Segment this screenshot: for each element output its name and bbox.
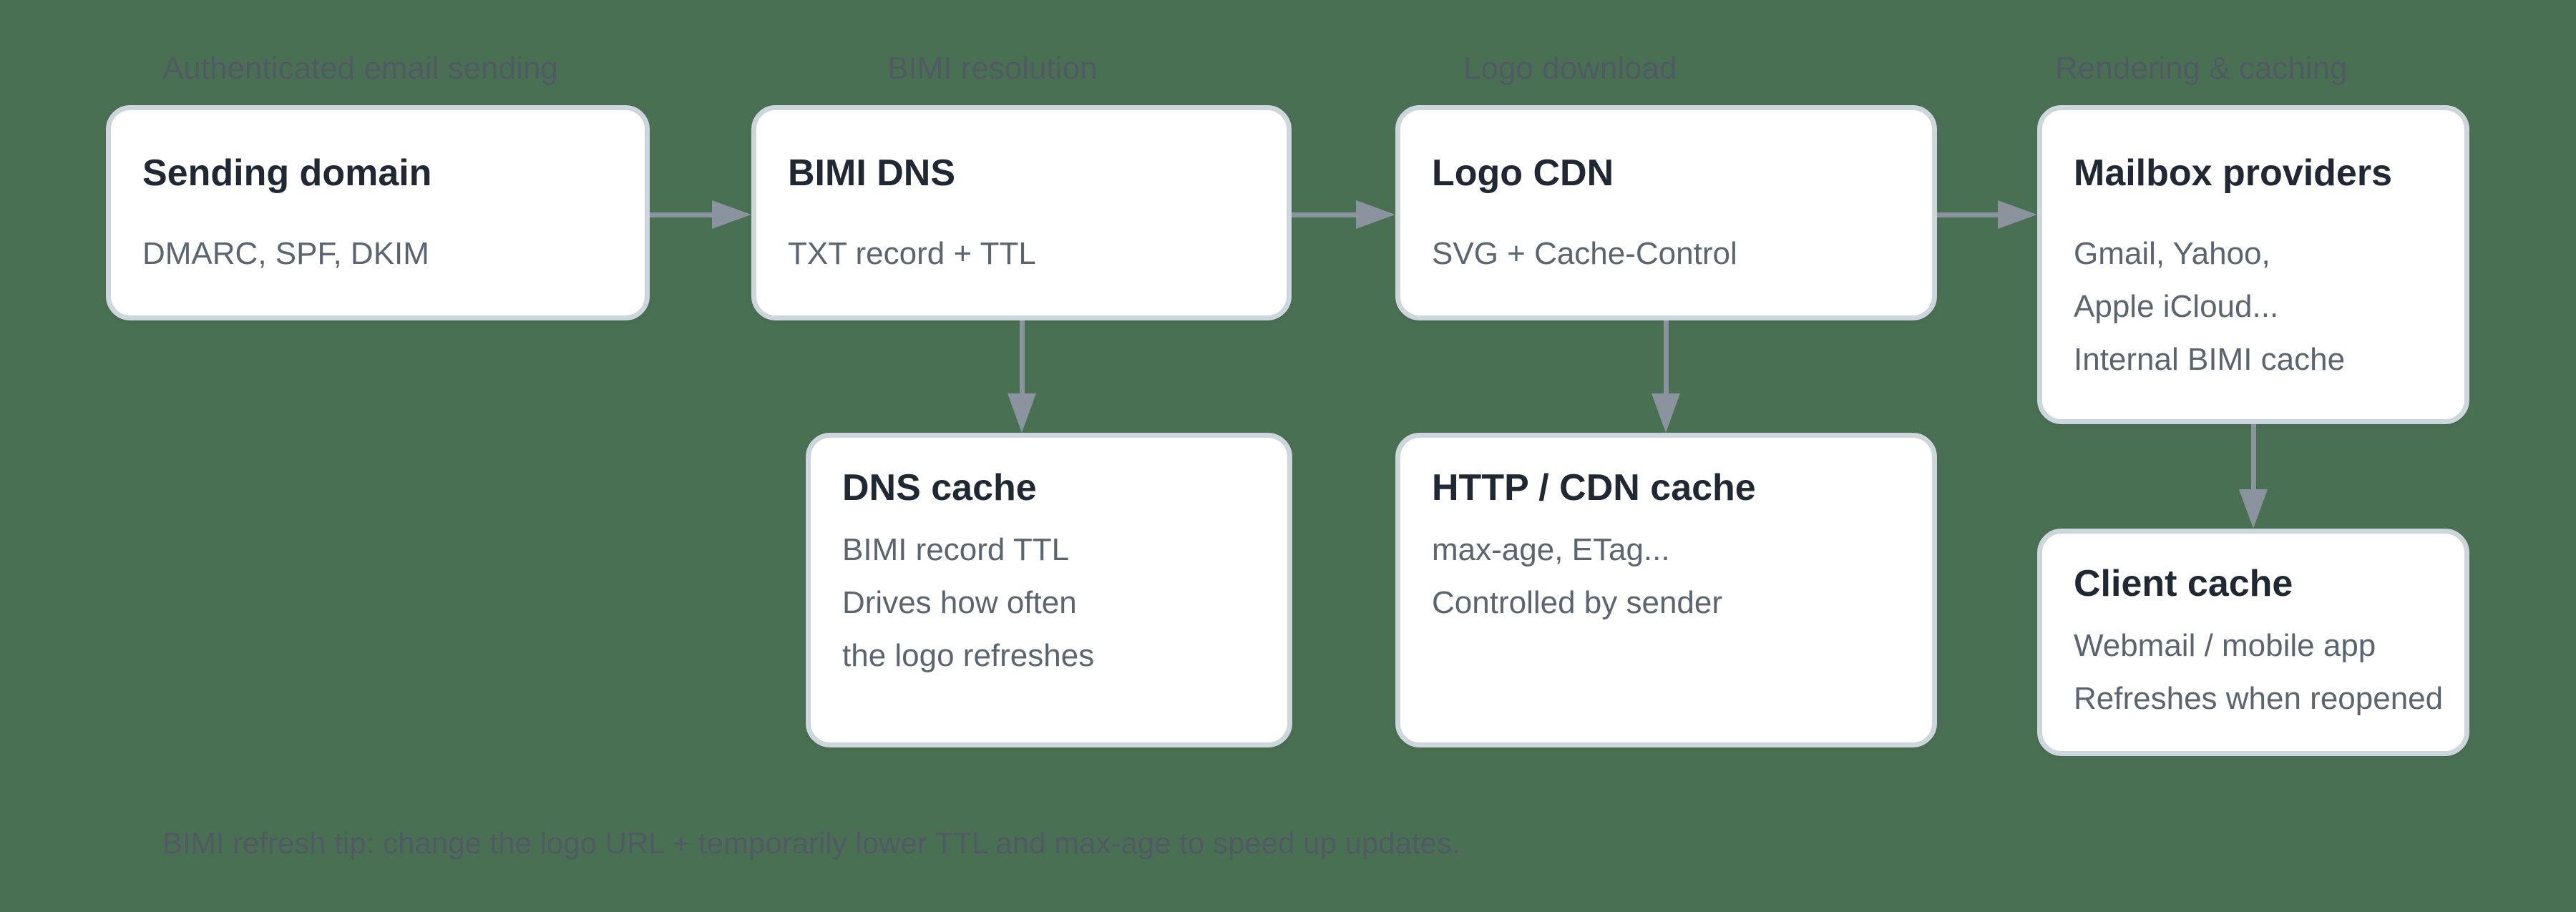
- arrowhead-right-icon: [1998, 200, 2037, 229]
- node-line: Webmail / mobile app: [2074, 628, 2376, 663]
- stage-label-bimi-resolution: BIMI resolution: [887, 51, 1098, 86]
- node-line: Controlled by sender: [1432, 585, 1723, 620]
- arrow-shaft: [2251, 424, 2256, 491]
- node-line: DMARC, SPF, DKIM: [142, 236, 429, 271]
- arrowhead-down-icon: [1008, 393, 1036, 433]
- stage-label-authenticated-email-sending: Authenticated email sending: [162, 51, 558, 86]
- stage-label-logo-download: Logo download: [1463, 51, 1677, 86]
- node-line: SVG + Cache-Control: [1432, 236, 1737, 271]
- arrowhead-right-icon: [1356, 200, 1395, 229]
- node-line: Refreshes when reopened: [2074, 681, 2444, 716]
- node-bimi-dns[interactable]: BIMI DNS TXT record + TTL: [751, 105, 1292, 320]
- node-client-cache[interactable]: Client cache Webmail / mobile app Refres…: [2037, 529, 2469, 756]
- node-title: DNS cache: [842, 467, 1037, 509]
- node-line: BIMI record TTL: [842, 532, 1070, 567]
- arrowhead-down-icon: [2239, 489, 2268, 529]
- node-mailbox-providers[interactable]: Mailbox providers Gmail, Yahoo, Apple iC…: [2037, 105, 2469, 424]
- node-title: HTTP / CDN cache: [1432, 467, 1756, 509]
- node-title: Mailbox providers: [2074, 152, 2392, 194]
- node-sending-domain[interactable]: Sending domain DMARC, SPF, DKIM: [106, 105, 650, 320]
- arrow-shaft: [1937, 212, 2003, 217]
- node-title: BIMI DNS: [788, 152, 955, 194]
- node-title: Sending domain: [142, 152, 432, 194]
- arrow-shaft: [1020, 320, 1025, 395]
- node-line: the logo refreshes: [842, 638, 1095, 673]
- arrowhead-right-icon: [712, 200, 751, 229]
- node-line: Drives how often: [842, 585, 1077, 620]
- arrow-shaft: [1292, 212, 1361, 217]
- node-line: Apple iCloud...: [2074, 289, 2279, 324]
- node-http-cdn-cache[interactable]: HTTP / CDN cache max-age, ETag... Contro…: [1395, 433, 1937, 747]
- stage-label-rendering-caching: Rendering & caching: [2055, 51, 2348, 86]
- node-title: Client cache: [2074, 563, 2293, 604]
- node-logo-cdn[interactable]: Logo CDN SVG + Cache-Control: [1395, 105, 1937, 320]
- arrowhead-down-icon: [1652, 393, 1680, 433]
- node-line: Gmail, Yahoo,: [2074, 236, 2270, 271]
- node-line: max-age, ETag...: [1432, 532, 1670, 567]
- footnote-refresh-tip: BIMI refresh tip: change the logo URL + …: [162, 826, 1460, 860]
- node-line: TXT record + TTL: [788, 236, 1036, 271]
- node-title: Logo CDN: [1432, 152, 1614, 194]
- node-dns-cache[interactable]: DNS cache BIMI record TTL Drives how oft…: [806, 433, 1292, 747]
- arrow-shaft: [1664, 320, 1669, 395]
- node-line: Internal BIMI cache: [2074, 342, 2346, 377]
- arrow-shaft: [650, 212, 717, 217]
